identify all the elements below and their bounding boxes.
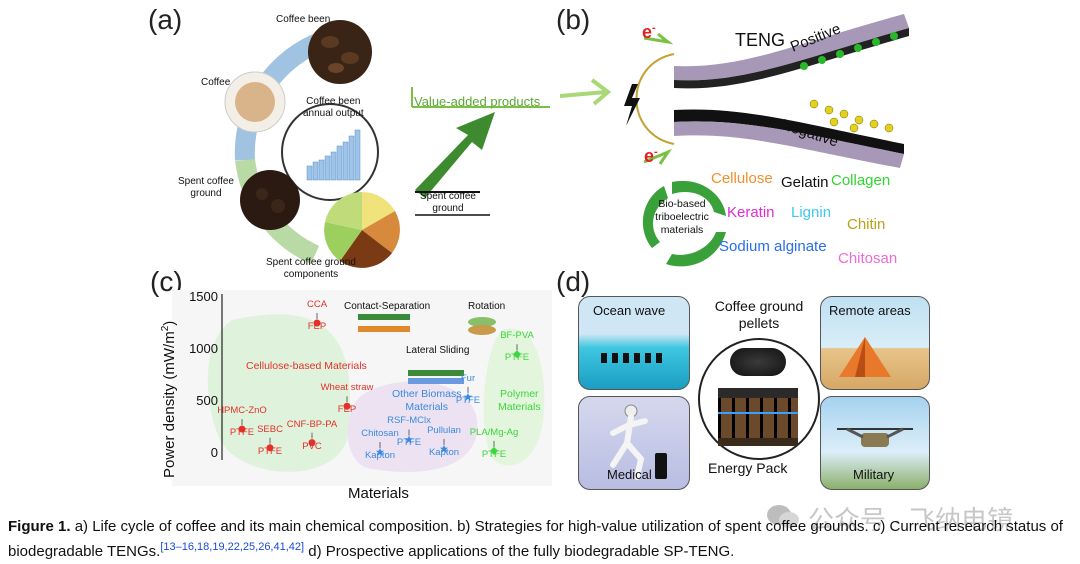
runner-figure [610, 404, 648, 480]
components-pie-chart [324, 191, 400, 268]
remote-areas-label: Remote areas [829, 303, 911, 318]
arrow-spent-label: Spent coffee ground [420, 191, 476, 214]
coffee-label: Coffee [201, 77, 231, 88]
value-added-label: Value-added products [414, 94, 541, 109]
military-panel: Military [820, 396, 930, 490]
pellet-array [601, 353, 665, 363]
panel-a-label: (a) [148, 4, 183, 35]
medical-label: Medical [607, 467, 652, 482]
material-cellulose: Cellulose [711, 170, 773, 187]
components-label: Spent coffee ground components [266, 257, 356, 280]
medical-panel: Medical [578, 396, 690, 490]
coffee-bean-image [308, 20, 372, 84]
figure-number: Figure 1. [8, 518, 71, 535]
material-keratin: Keratin [727, 204, 775, 221]
point-label-7: Chitosan Kapton [361, 427, 399, 461]
point-label-4: CNF-BP-PA PVC [286, 418, 338, 452]
panel-d-label: (d) [556, 266, 591, 297]
y-axis-label: Power density (mW/m2) [160, 320, 178, 478]
tent-icon [839, 337, 891, 377]
data-point-0 [313, 319, 321, 327]
rotation-device [468, 317, 496, 327]
phone-icon [655, 453, 667, 479]
polymer-region [483, 328, 545, 466]
growth-arrow [415, 112, 495, 198]
ocean-wave-panel: Ocean wave [578, 296, 690, 390]
point-label-9: BF-PVA PTFE [500, 330, 534, 364]
panel-a-graphics [224, 20, 550, 268]
data-point-7 [376, 447, 384, 456]
caption-refs[interactable]: [13–16,18,19,22,25,26,41,42] [160, 541, 305, 553]
bio-based-label: Bio-based triboelectric materials [655, 198, 709, 236]
point-label-5: Fur PTFE [455, 372, 481, 406]
spent-grounds-label: Spent coffee ground [178, 176, 234, 199]
data-point-8 [440, 444, 448, 453]
coffee-bean-label: Coffee been [276, 14, 331, 25]
coffee-pellets-label: Coffee ground pellets [714, 298, 804, 331]
y-tick-0: 0 [210, 445, 218, 460]
lateral-sliding-device [408, 370, 464, 376]
wechat-icon [767, 505, 799, 528]
lightning-icon [624, 84, 640, 126]
annual-output-label: Coffee been annual output [303, 96, 364, 119]
military-label: Military [853, 467, 895, 482]
caption-text-a: a) Life cycle of coffee and its main che… [8, 518, 1063, 560]
data-point-10 [490, 446, 498, 455]
material-gelatin: Gelatin [781, 174, 829, 191]
electron-bottom: e- [644, 146, 658, 166]
lateral-sliding-label: Lateral Sliding [406, 345, 470, 356]
cellulose-region [207, 314, 351, 472]
spent-grounds-image [240, 170, 300, 230]
caption-text-d: d) Prospective applications of the fully… [308, 543, 735, 560]
x-axis-label: Materials [348, 485, 409, 502]
energy-pack-circle [698, 338, 820, 460]
point-label-3: SEBC PTFE [257, 423, 283, 457]
watermark-text: 公众号 · 飞纳电镜 [808, 505, 1014, 535]
teng-label: TENG [735, 30, 786, 50]
transition-arrow [559, 78, 612, 106]
material-lignin: Lignin [791, 204, 832, 221]
point-label-6: RSF-MClx PTFE [387, 415, 431, 449]
point-label-2: HPMC-ZnO PTFE [217, 405, 267, 439]
data-point-1 [343, 402, 351, 410]
material-chitin: Chitin [847, 216, 886, 233]
figure-caption: Figure 1. a) Life cycle of coffee and it… [8, 516, 1078, 562]
pellets-image [730, 348, 786, 376]
y-tick-1500: 1500 [189, 289, 218, 304]
power-density-chart [207, 294, 545, 472]
polymer-region-label: Polymer Materials [498, 388, 541, 413]
remote-areas-panel: Remote areas [820, 296, 930, 390]
data-point-4 [308, 439, 316, 447]
data-point-9 [513, 350, 521, 359]
data-point-5 [464, 392, 472, 401]
cellulose-region-label: Cellulose-based Materials [246, 360, 367, 372]
data-point-3 [266, 444, 274, 452]
teng-diagram [624, 14, 909, 267]
biomass-region-label: Other Biomass Materials [392, 388, 462, 413]
energy-pack-label: Energy Pack [708, 460, 788, 476]
point-label-10: PLA/Mg-Ag PTFE [469, 426, 519, 460]
data-point-2 [238, 425, 246, 433]
energy-pack-box [718, 388, 798, 446]
recycle-leaves-icon [642, 180, 726, 267]
rotation-label: Rotation [468, 301, 506, 312]
material-collagen: Collagen [831, 172, 891, 189]
contact-sep-device [358, 314, 410, 320]
contact-separation-label: Contact-Separation [344, 301, 431, 312]
panel-b-label: (b) [556, 4, 591, 35]
electron-top: e- [642, 22, 656, 42]
point-label-8: Pullulan Kapton [427, 424, 461, 458]
y-tick-500: 500 [196, 393, 218, 408]
point-label-1: Wheat straw FEP [320, 382, 374, 416]
data-point-6 [405, 435, 413, 444]
material-chitosan: Chitosan [838, 250, 898, 267]
point-label-0: CCA FEP [306, 299, 328, 332]
drone-icon [837, 427, 913, 447]
y-tick-1000: 1000 [189, 341, 218, 356]
ocean-wave-label: Ocean wave [593, 303, 666, 318]
material-sodium-alginate: Sodium alginate [719, 238, 827, 255]
